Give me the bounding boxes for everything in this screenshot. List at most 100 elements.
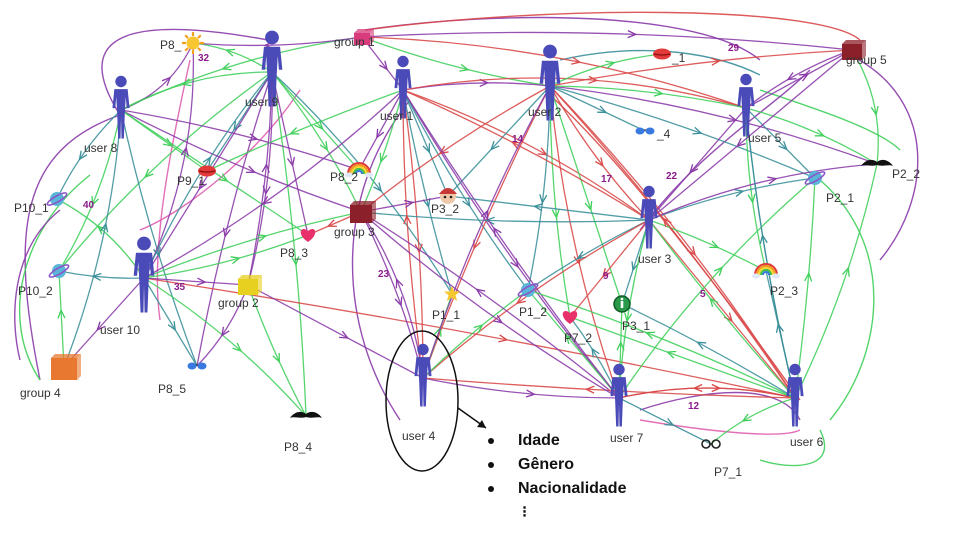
attribute-ellipsis: ⁝ <box>522 504 528 521</box>
item-label: _4 <box>656 127 671 141</box>
edge-arrow <box>493 314 504 324</box>
edge-arrow <box>414 243 423 254</box>
user-node[interactable]: user 10 <box>100 236 155 337</box>
heart-icon <box>562 311 578 324</box>
item-node[interactable]: P10_2 <box>18 263 70 298</box>
edge-arrow <box>314 120 324 131</box>
edge-arrow <box>747 193 756 204</box>
edge-arrow <box>870 105 879 117</box>
edge-arrow <box>692 126 703 135</box>
edge <box>549 85 571 318</box>
edge <box>648 107 747 221</box>
edge <box>422 377 620 399</box>
edge-arrow <box>662 217 672 228</box>
user-node[interactable]: user 7 <box>610 363 644 445</box>
edge <box>422 85 551 379</box>
item-node[interactable]: P8_5 <box>158 362 207 397</box>
edge-arrow <box>326 219 337 227</box>
edge-arrow <box>202 156 212 167</box>
item-label: P1_1 <box>432 308 460 322</box>
edge <box>447 85 551 197</box>
edge <box>271 71 309 236</box>
edge <box>618 397 712 445</box>
edge-arrow <box>224 48 236 57</box>
edge-arrow <box>588 75 599 84</box>
item-node[interactable]: P8_2 <box>330 162 373 184</box>
edge <box>402 89 620 399</box>
edge <box>618 387 796 399</box>
bullet <box>488 461 494 468</box>
group-node[interactable]: group 2 <box>218 275 262 310</box>
edge-arrow <box>696 341 707 350</box>
edge-arrow <box>734 188 745 197</box>
group-label: group 3 <box>334 225 375 239</box>
item-node[interactable]: P7_1 <box>701 439 742 479</box>
edges-layer <box>14 11 919 467</box>
item-node[interactable]: P2_2 <box>861 159 920 181</box>
edge <box>364 16 761 61</box>
edge <box>402 89 650 221</box>
attribute-label: Idade <box>518 432 560 449</box>
item-label: P9_1 <box>177 174 205 188</box>
user-node[interactable]: user 2 <box>528 44 562 121</box>
edge <box>639 69 811 231</box>
item-node[interactable]: P1_2 <box>517 282 547 319</box>
group-node[interactable]: group 4 <box>20 354 81 400</box>
edge <box>648 177 816 221</box>
edge <box>648 219 796 399</box>
edge-arrow <box>473 324 484 334</box>
edge <box>143 277 198 367</box>
edge-arrow <box>395 278 404 289</box>
group-label: group 2 <box>218 296 259 310</box>
planet-icon <box>48 264 70 278</box>
edge-weight-label: 9 <box>603 271 609 282</box>
user-node[interactable]: user 5 <box>737 73 782 145</box>
item-node[interactable]: P2_1 <box>804 170 854 205</box>
edge-arrow <box>492 226 502 237</box>
group-node[interactable]: group 5 <box>842 40 887 67</box>
user-node[interactable]: user 3 <box>638 185 672 266</box>
group-node[interactable]: group 1 <box>334 29 375 49</box>
user-node[interactable]: user 8 <box>84 75 130 155</box>
edge <box>527 289 796 399</box>
group-node[interactable]: group 3 <box>334 201 376 239</box>
mustache-icon <box>861 159 893 166</box>
mustache-icon <box>290 411 322 418</box>
item-node[interactable]: P3_1 <box>613 295 650 333</box>
item-node[interactable]: P8_3 <box>280 229 316 260</box>
edge-arrow <box>379 152 388 164</box>
cube-icon <box>842 40 866 60</box>
item-node[interactable]: P8_4 <box>284 411 322 454</box>
planet-icon <box>517 283 539 297</box>
edge <box>19 174 91 381</box>
item-label: _1 <box>671 51 686 65</box>
user-node[interactable]: user 1 <box>380 55 414 123</box>
user-node[interactable]: user 9 <box>245 30 283 109</box>
edge-arrow <box>532 203 544 212</box>
user-node[interactable]: user 4 <box>402 343 436 443</box>
edge <box>549 85 620 399</box>
item-node[interactable]: P8_ <box>160 32 204 54</box>
edge-arrow <box>181 78 192 87</box>
item-node[interactable]: _1 <box>653 48 686 66</box>
item-node[interactable]: P10_1 <box>14 191 68 215</box>
edge <box>143 89 404 279</box>
item-node[interactable]: _4 <box>635 127 671 141</box>
nodes-layer: user 9 user 1 user 2 user 5 user 8 user 3 user… <box>14 29 920 479</box>
item-node[interactable]: P2_3 <box>752 263 798 298</box>
item-node[interactable]: P9_1 <box>177 165 216 189</box>
glasses-icon <box>701 439 721 449</box>
edge-arrow <box>653 88 664 97</box>
item-node[interactable]: P7_2 <box>562 311 593 345</box>
edge <box>120 36 363 111</box>
edge <box>549 85 623 305</box>
edge-arrow <box>459 63 470 72</box>
item-node[interactable]: P3_2 <box>431 188 459 216</box>
edge-weight-label: 22 <box>666 171 678 182</box>
edge <box>549 85 878 165</box>
user-label: user 4 <box>402 429 436 443</box>
item-node[interactable]: P1_1 <box>432 286 460 322</box>
edge-weight-label: 40 <box>83 200 95 211</box>
user-node[interactable]: user 6 <box>786 363 824 449</box>
edge <box>527 219 650 291</box>
